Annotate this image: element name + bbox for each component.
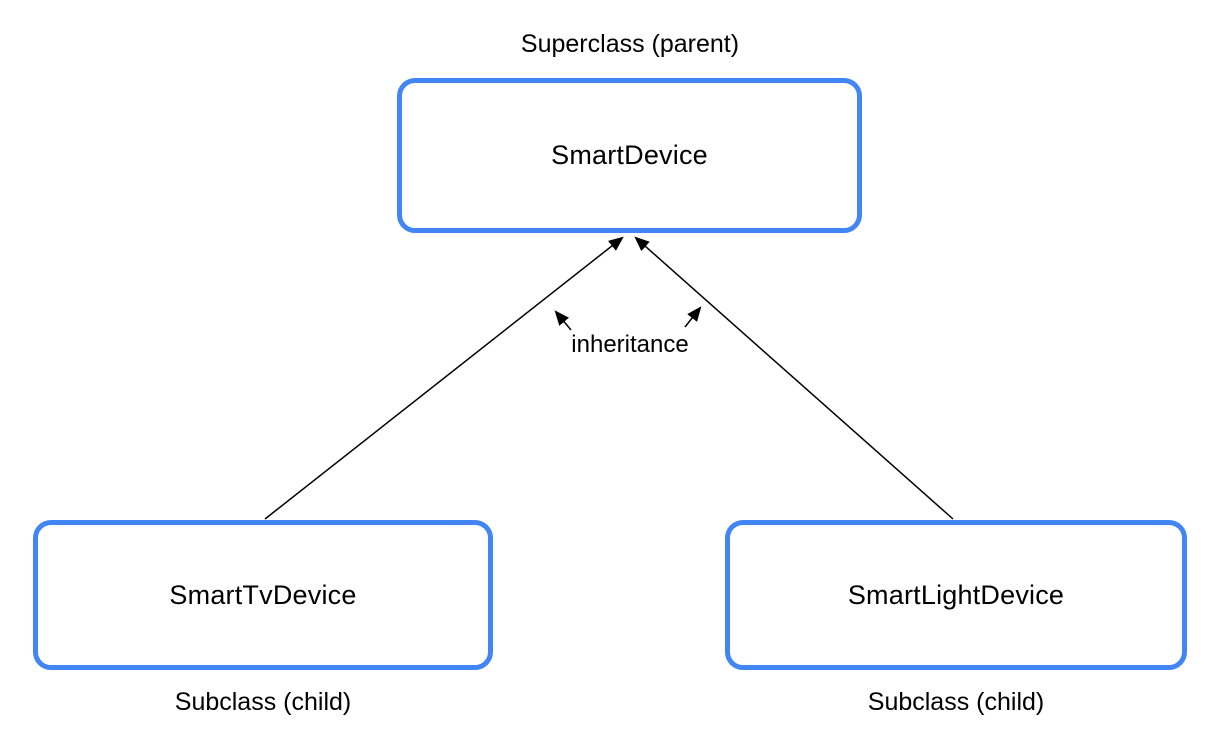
subclass-light-label: Subclass (child) bbox=[867, 688, 1045, 716]
inheritance-arrow-right bbox=[634, 236, 954, 520]
superclass-name: SmartDevice bbox=[551, 140, 708, 170]
subclass-tv-name: SmartTvDevice bbox=[169, 579, 357, 610]
superclass-box: SmartDevice bbox=[397, 78, 862, 233]
superclass-label: Superclass (parent) bbox=[520, 30, 740, 58]
inheritance-label: inheritance bbox=[571, 331, 689, 358]
subclass-tv-label: Subclass (child) bbox=[174, 688, 352, 716]
inheritance-callout-arrow-left bbox=[554, 310, 572, 331]
subclass-light-name: SmartLightDevice bbox=[847, 579, 1065, 610]
inheritance-callout-arrow-right bbox=[684, 306, 702, 328]
subclass-tv-box: SmartTvDevice bbox=[33, 520, 493, 670]
subclass-light-box: SmartLightDevice bbox=[725, 520, 1187, 670]
inheritance-arrow-left bbox=[264, 236, 624, 520]
